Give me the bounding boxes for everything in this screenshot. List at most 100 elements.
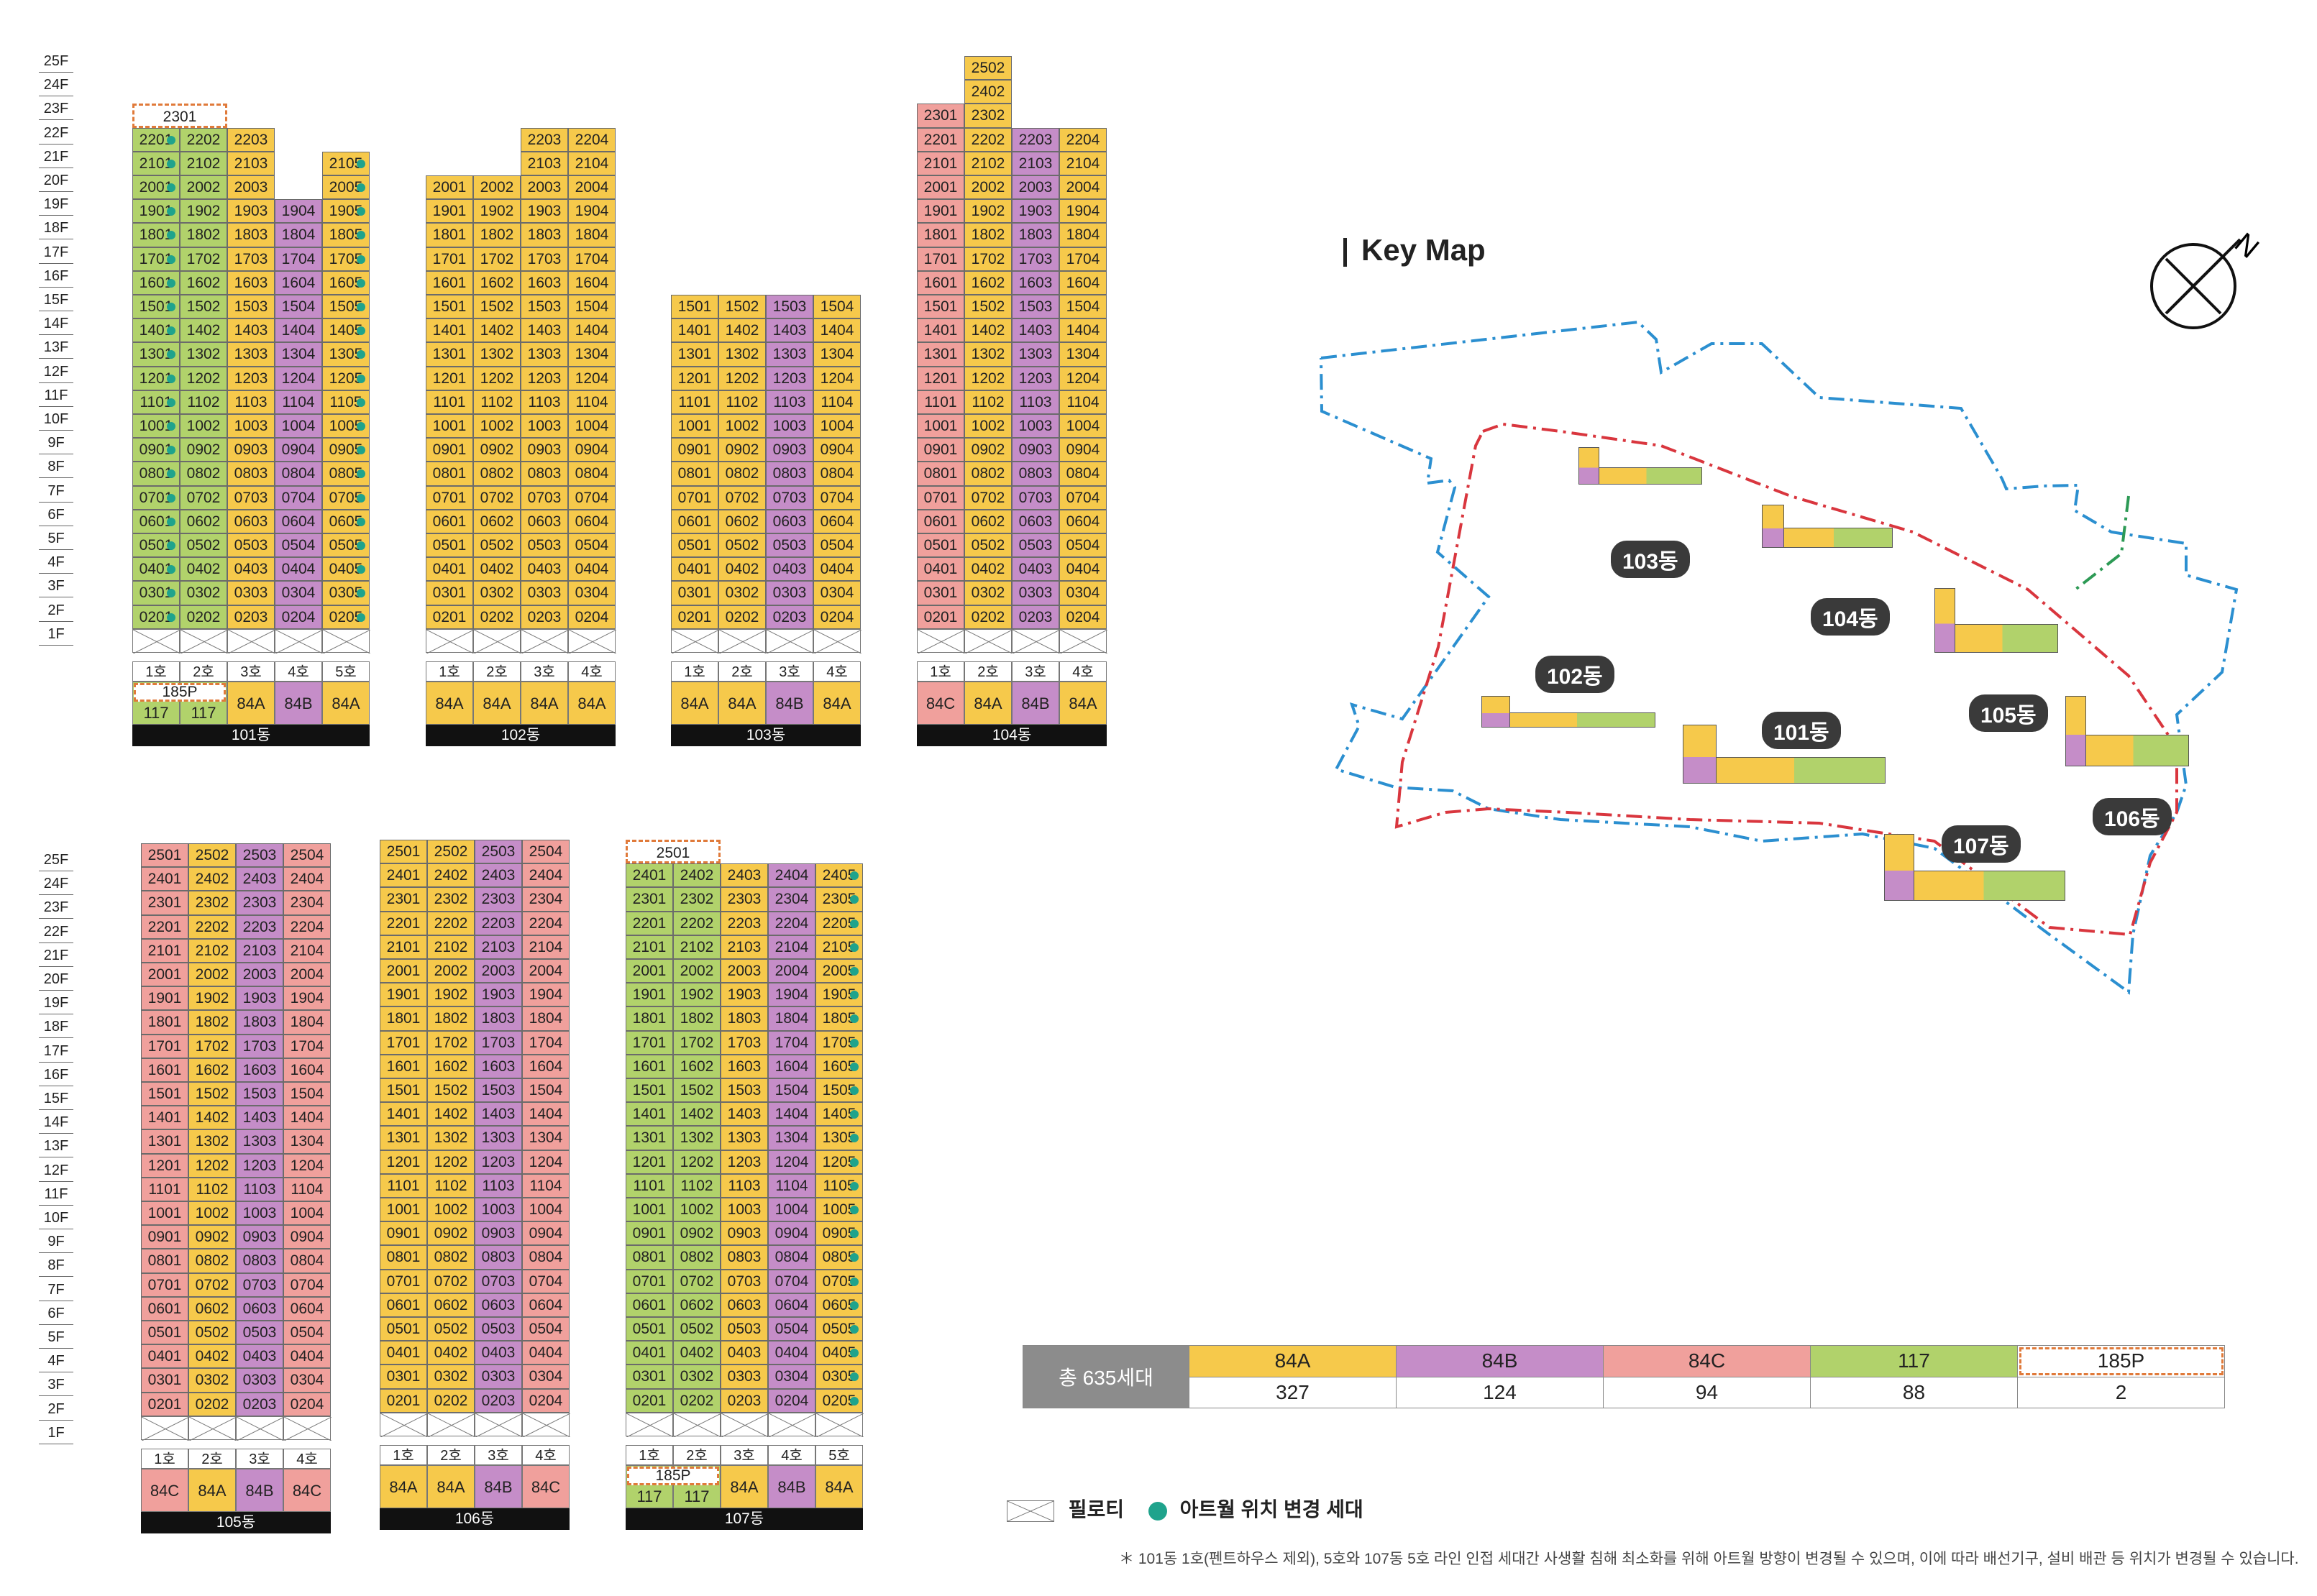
unit-cell: 0503 (721, 1317, 768, 1342)
unit-cell: 0603 (766, 509, 813, 533)
unit-cell: 2003 (521, 175, 568, 200)
unit-cell: 2204 (522, 911, 570, 935)
unit-cell: 0304 (283, 1368, 331, 1393)
unit-cell: 0902 (427, 1221, 475, 1246)
unit-cell: 1104 (522, 1173, 570, 1198)
unit-cell: 0201 (426, 605, 473, 629)
unit-cell: 1604 (283, 1058, 331, 1082)
piloti-cell (473, 628, 521, 653)
type-label: 84B (766, 682, 813, 725)
type-label: 84A (964, 682, 1012, 725)
unit-cell: 1902 (473, 199, 521, 224)
unit-cell: 2405 (815, 863, 863, 888)
ho-label: 2호 (964, 661, 1012, 682)
unit-cell: 2004 (283, 963, 331, 987)
unit-cell: 1001 (917, 414, 964, 439)
unit-cell: 0304 (522, 1365, 570, 1389)
ho-label: 2호 (188, 1449, 236, 1469)
unit-cell: 0703 (227, 485, 275, 510)
unit-cell: 1902 (188, 986, 236, 1011)
unit-cell: 1202 (473, 366, 521, 390)
art-wall-dot-icon (850, 1229, 859, 1239)
type-label: 84A (718, 682, 766, 725)
art-wall-dot-icon (167, 183, 175, 192)
unit-cell: 0305 (322, 581, 370, 605)
unit-cell: 1204 (522, 1150, 570, 1174)
unit-cell: 1701 (132, 247, 180, 271)
unit-cell: 1003 (521, 414, 568, 439)
unit-cell: 2502 (964, 56, 1012, 81)
summary-count-117: 88 (1810, 1376, 2018, 1408)
unit-cell: 0703 (766, 485, 813, 510)
unit-cell: 1304 (568, 342, 616, 367)
unit-cell: 0202 (180, 605, 227, 629)
unit-cell: 0904 (1059, 438, 1107, 462)
unit-cell: 0401 (426, 557, 473, 582)
unit-cell: 1103 (521, 390, 568, 414)
unit-cell: 0804 (1059, 462, 1107, 486)
unit-cell: 0601 (132, 509, 180, 533)
floor-label: 1F (39, 623, 73, 646)
floor-label: 22F (39, 921, 73, 943)
unit-cell: 0403 (521, 557, 568, 582)
unit-cell: 0304 (768, 1365, 815, 1389)
unit-cell: 1304 (1059, 342, 1107, 367)
floor-label: 19F (39, 992, 73, 1015)
unit-cell: 0401 (380, 1341, 427, 1365)
art-wall-dot-icon (167, 493, 175, 503)
art-wall-dot-icon (850, 895, 859, 904)
keymap-building-footprint (1578, 447, 1702, 492)
unit-cell: 2205 (815, 911, 863, 935)
piloti-cell (721, 1412, 769, 1437)
ho-label: 1호 (380, 1445, 427, 1465)
ho-label: 3호 (227, 661, 275, 682)
unit-cell: 1501 (626, 1078, 673, 1103)
unit-cell: 1001 (426, 414, 473, 439)
unit-cell: 0405 (322, 557, 370, 582)
unit-cell: 1603 (236, 1058, 283, 1082)
penthouse-type-label: 185P (627, 1467, 719, 1485)
unit-cell: 2203 (1012, 127, 1059, 152)
unit-cell: 0801 (917, 462, 964, 486)
unit-cell: 1303 (475, 1126, 522, 1150)
unit-cell: 1104 (1059, 390, 1107, 414)
legend: 필로티 아트월 위치 변경 세대 (1007, 1494, 1363, 1523)
footnote: ＊ 101동 1호(펜트하우스 제외), 5호와 107동 5호 라인 인접 세… (1119, 1551, 2299, 1567)
unit-cell: 1402 (473, 318, 521, 343)
unit-cell: 0203 (1012, 605, 1059, 629)
unit-cell: 1603 (721, 1054, 768, 1078)
unit-cell: 2203 (521, 127, 568, 152)
unit-cell: 0504 (522, 1317, 570, 1342)
floor-label: 8F (39, 1255, 73, 1278)
unit-cell: 1404 (1059, 318, 1107, 343)
unit-cell: 2203 (236, 914, 283, 939)
floor-label: 18F (39, 1016, 73, 1039)
unit-cell: 0903 (521, 438, 568, 462)
unit-cell: 1704 (1059, 247, 1107, 271)
keymap-building-label: 102동 (1535, 656, 1614, 693)
unit-cell: 1201 (626, 1150, 673, 1174)
unit-cell: 1701 (917, 247, 964, 271)
unit-cell: 2501 (141, 843, 188, 868)
ho-label: 4호 (813, 661, 861, 682)
art-wall-dot-icon (850, 1014, 859, 1024)
unit-cell: 0303 (521, 581, 568, 605)
unit-cell: 2104 (568, 151, 616, 175)
type-label: 84B (475, 1465, 522, 1508)
unit-cell: 1001 (141, 1201, 188, 1226)
unit-cell: 1304 (275, 342, 322, 367)
unit-cell: 1102 (473, 390, 521, 414)
unit-cell: 1405 (815, 1102, 863, 1127)
unit-cell: 0601 (671, 509, 718, 533)
unit-cell: 1901 (132, 199, 180, 224)
piloti-cell (673, 1412, 721, 1437)
unit-cell: 1203 (766, 366, 813, 390)
floor-label: 4F (39, 551, 73, 574)
unit-cell: 2105 (322, 151, 370, 175)
unit-cell: 2103 (1012, 151, 1059, 175)
unit-cell: 0503 (1012, 533, 1059, 558)
unit-cell: 2001 (132, 175, 180, 200)
unit-cell: 1502 (673, 1078, 721, 1103)
unit-cell: 1201 (426, 366, 473, 390)
unit-cell: 2004 (522, 959, 570, 983)
